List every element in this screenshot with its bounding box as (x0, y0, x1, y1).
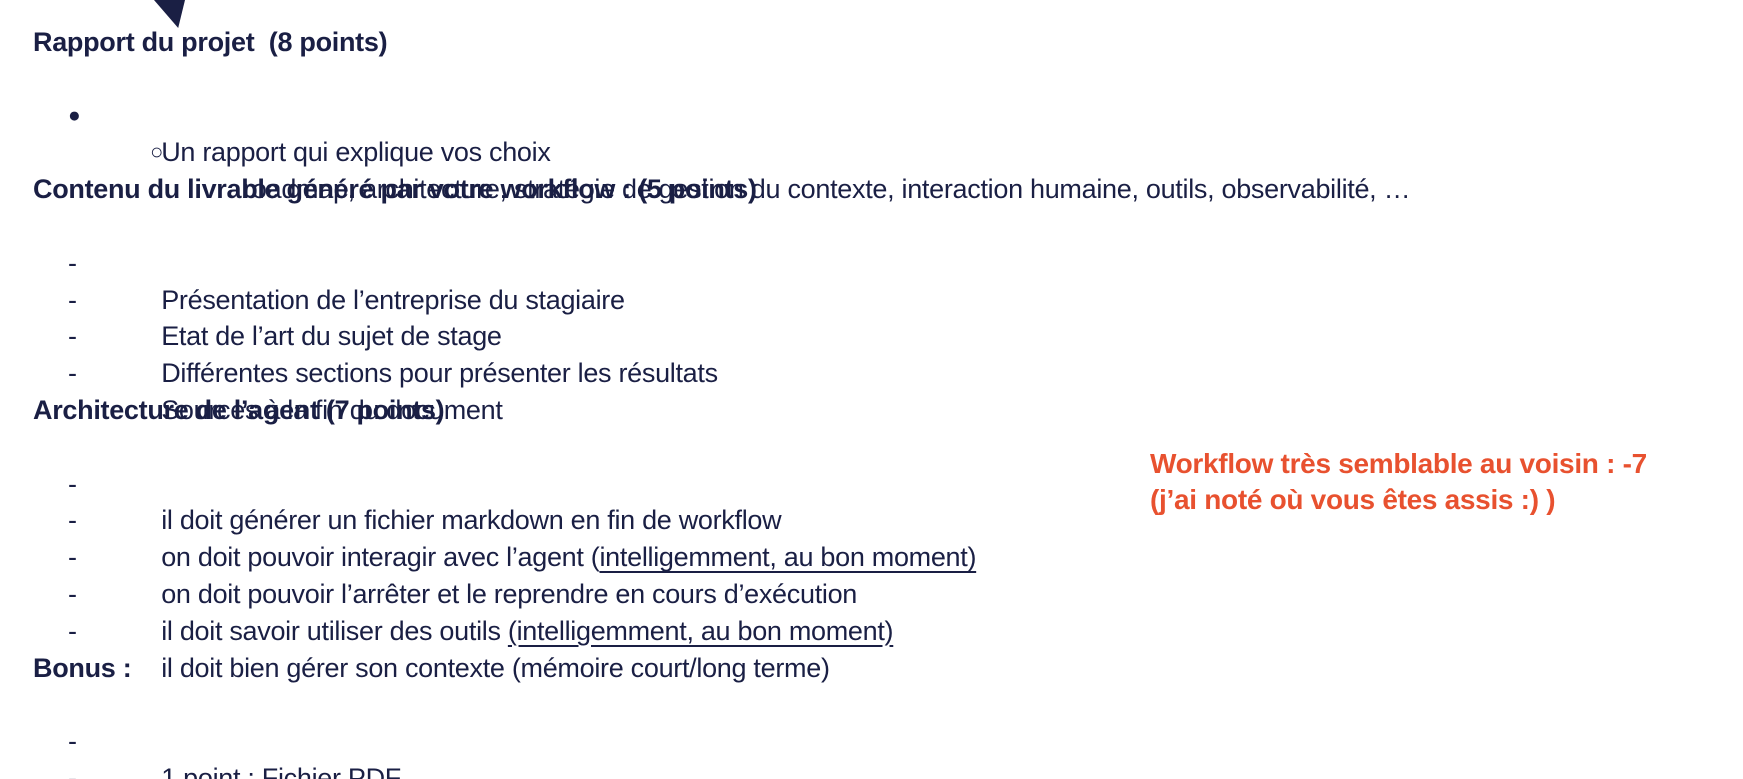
bullet-icon: ● (68, 103, 81, 127)
list-item: - il doit bien gérer son contexte (mémoi… (0, 576, 1743, 683)
underlined-text: (intelligemment, au bon moment) (507, 615, 894, 646)
list-item-text: il doit générer un fichier markdown en f… (161, 505, 782, 536)
dash-icon: - (68, 615, 77, 646)
grader-comment-line1: Workflow très semblable au voisin : -7 (1150, 448, 1647, 479)
dash-icon: - (68, 726, 77, 757)
list-item: - 1 point : Fichier PDF (0, 686, 1743, 779)
list-item: - on doit pouvoir interagir avec l’agent… (0, 466, 1743, 572)
list-item: - il doit savoir utiliser des outils (in… (0, 539, 1743, 646)
list-item: - Présentation de l’entreprise du stagia… (0, 208, 1743, 315)
list-item: - il doit générer un fichier markdown en… (0, 429, 1743, 536)
list-item-text: il doit bien gérer son contexte (mémoire… (161, 652, 830, 683)
list-item: ○ roadmap, architecture, stratégie de ge… (0, 98, 1743, 204)
list-item-text: on doit pouvoir l’arrêter et le reprendr… (161, 578, 858, 609)
list-item-text: roadmap, architecture, stratégie de gest… (243, 174, 1411, 205)
dash-icon: - (68, 468, 77, 499)
dash-icon: - (68, 542, 77, 573)
dash-icon: - (68, 247, 77, 278)
grader-comment: Workflow très semblable au voisin : -7 (… (1150, 446, 1647, 518)
list-item-text: il doit savoir utiliser des outils (161, 615, 508, 646)
list-item: - Sources à la fin du document (0, 318, 1743, 425)
dash-icon: - (68, 578, 77, 609)
list-item: - Etat de l’art du sujet de stage (0, 245, 1743, 352)
underlined-text: intelligemment, au bon moment) (599, 542, 977, 573)
dash-icon: - (68, 505, 77, 536)
list-item-text: Etat de l’art du sujet de stage (161, 321, 502, 352)
list-item-text: Différentes sections pour présenter les … (161, 358, 718, 389)
section-heading-contenu: Contenu du livrable généré par votre wor… (33, 174, 757, 205)
list-item-text: Sources à la fin du document (161, 394, 503, 425)
rubric-document: Rapport du projet (8 points) ● Un rappor… (0, 24, 1743, 779)
list-item: - on doit pouvoir l’arrêter et le repren… (0, 502, 1743, 609)
list-item: - Différentes sections pour présenter le… (0, 282, 1743, 388)
dash-icon: - (68, 284, 77, 315)
section-heading-architecture: Architecture de l’agent (7 points) (33, 394, 445, 425)
list-item-text: on doit pouvoir interagir avec l’agent ( (161, 542, 600, 573)
list-item-text: Présentation de l’entreprise du stagiair… (161, 284, 625, 315)
dash-icon: - (68, 358, 77, 389)
section-heading-bonus: Bonus : (33, 652, 132, 683)
list-item: - 2 points : Détection de prompt injecti… (0, 723, 1743, 779)
circle-bullet-icon: ○ (150, 139, 163, 165)
dash-icon: - (68, 321, 77, 352)
dash-icon: - (68, 762, 77, 779)
list-item-text: Un rapport qui explique vos choix (161, 137, 551, 168)
section-heading-rapport: Rapport du projet (8 points) (33, 27, 388, 57)
grader-comment-line2: (j’ai noté où vous êtes assis :) ) (1150, 484, 1556, 515)
list-item-text: 1 point : Fichier PDF (161, 762, 402, 779)
list-item: ● Un rapport qui explique vos choix (0, 61, 1743, 168)
